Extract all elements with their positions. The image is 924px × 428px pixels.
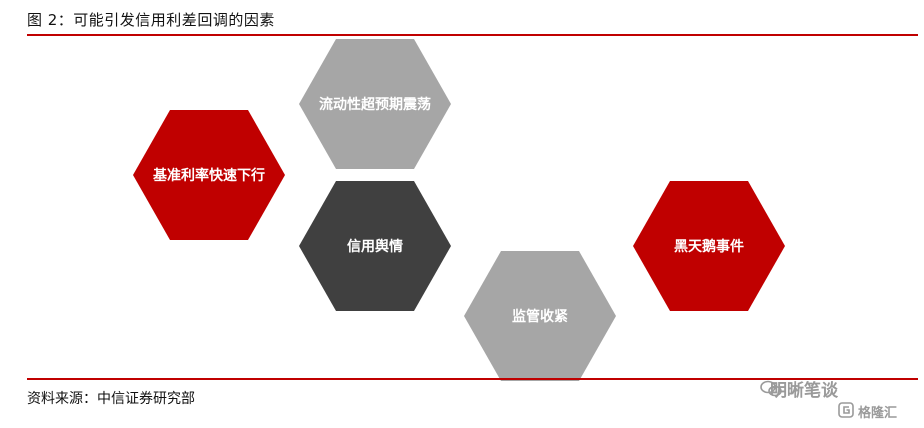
gelonghui-logo-icon: [838, 402, 854, 418]
hex-credit-sentiment-label: 信用舆情: [347, 238, 403, 255]
hex-regulation-label: 监管收紧: [512, 308, 568, 325]
wechat-icon: [760, 380, 782, 397]
source-note: 资料来源：中信证券研究部: [27, 391, 195, 407]
watermark-brand: 格隆汇: [858, 406, 898, 421]
hex-regulation: 监管收紧: [464, 251, 616, 381]
hex-black-swan-shape: [633, 181, 785, 311]
top-divider: [27, 34, 918, 36]
hex-liquidity-shape: [299, 39, 451, 169]
hex-benchmark-rate: 基准利率快速下行: [133, 110, 285, 240]
hex-credit-sentiment-shape: [299, 181, 451, 311]
hex-credit-sentiment: 信用舆情: [299, 181, 451, 311]
hex-benchmark-rate-shape: [133, 110, 285, 240]
watermark-account: 明晰笔谈: [770, 381, 838, 401]
bottom-divider: [27, 378, 918, 380]
hex-liquidity: 流动性超预期震荡: [299, 39, 451, 169]
hex-black-swan-label: 黑天鹅事件: [674, 238, 744, 255]
figure-title: 图 2：可能引发信用利差回调的因素: [27, 11, 275, 29]
hex-benchmark-rate-label: 基准利率快速下行: [153, 167, 265, 184]
hex-regulation-shape: [464, 251, 616, 381]
hex-liquidity-label: 流动性超预期震荡: [319, 96, 431, 113]
hex-black-swan: 黑天鹅事件: [633, 181, 785, 311]
